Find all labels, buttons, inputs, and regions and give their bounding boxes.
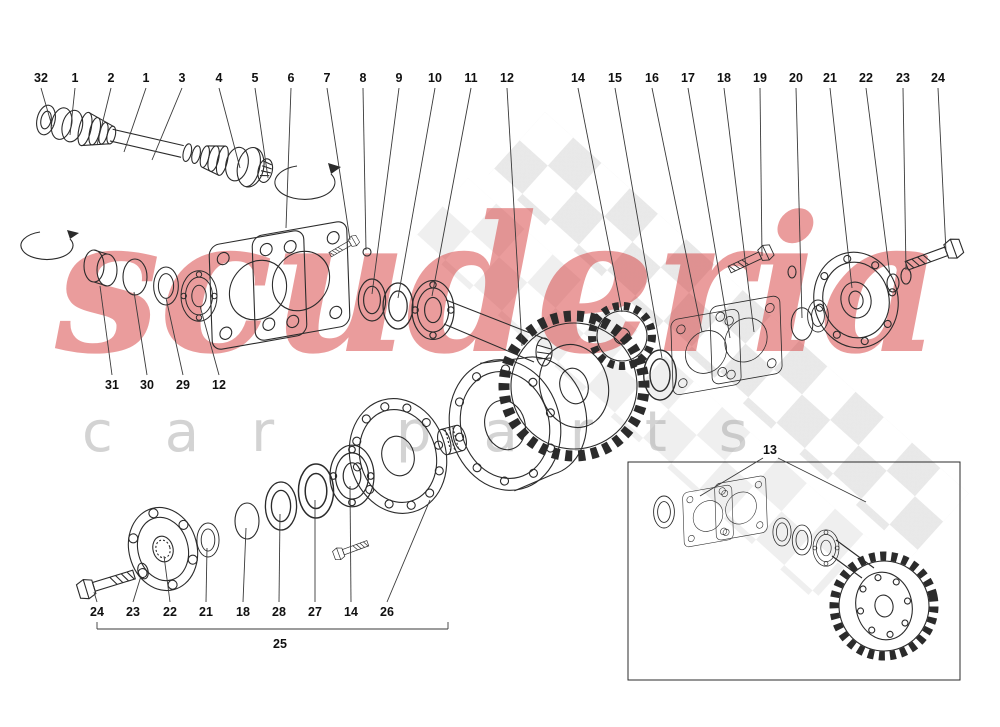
crown-gear: [498, 310, 650, 462]
inset-box: [627, 461, 961, 681]
spacer-ring: [382, 282, 414, 330]
splined-ring: [196, 522, 220, 558]
washer-2: [787, 265, 797, 279]
callout-32: 32: [34, 71, 48, 85]
callout-3: 3: [178, 71, 186, 85]
callout-18: 18: [236, 605, 250, 619]
spacer-ring-2: [297, 463, 335, 519]
callout-6: 6: [287, 71, 295, 85]
washer: [137, 562, 149, 580]
callout-12: 12: [500, 71, 514, 85]
callout-13: 13: [763, 443, 777, 457]
pinion-gear: [588, 302, 656, 370]
driveshaft-assembly: [36, 104, 274, 188]
seal-ring-2: [264, 481, 298, 531]
flange-disc: [348, 398, 448, 514]
callout-22: 22: [859, 71, 873, 85]
callout-25: 25: [273, 637, 287, 651]
inset-assembly: [653, 474, 939, 661]
stud-bolt: [725, 242, 776, 278]
callout-1: 1: [71, 71, 79, 85]
washer-small: [362, 247, 372, 257]
leader-lines: [40, 87, 947, 630]
inset-final-gear: [829, 551, 939, 661]
callout-19: 19: [753, 71, 767, 85]
callout-18: 18: [717, 71, 731, 85]
callout-24: 24: [931, 71, 945, 85]
housing-plate: [709, 294, 783, 386]
small-screw: [327, 233, 361, 260]
callout-22: 22: [163, 605, 177, 619]
callout-21: 21: [199, 605, 213, 619]
callout-11: 11: [464, 71, 478, 85]
callout-4: 4: [215, 71, 223, 85]
callout-21: 21: [823, 71, 837, 85]
callout-10: 10: [428, 71, 442, 85]
callout-5: 5: [251, 71, 259, 85]
callout-12: 12: [212, 378, 226, 392]
callout-9: 9: [395, 71, 403, 85]
callout-24: 24: [90, 605, 104, 619]
callout-23: 23: [126, 605, 140, 619]
callout-31: 31: [105, 378, 119, 392]
callout-30: 30: [140, 378, 154, 392]
callout-26: 26: [380, 605, 394, 619]
left-bearing-stack: [83, 249, 218, 322]
callout-1: 1: [142, 71, 150, 85]
callout-29: 29: [176, 378, 190, 392]
gasket-plate: [670, 307, 742, 397]
rotation-arrow-right: [274, 163, 341, 200]
rotation-arrow-left: [20, 230, 79, 261]
callout-17: 17: [681, 71, 695, 85]
callout-15: 15: [608, 71, 622, 85]
hex-bolt: [75, 564, 138, 602]
snap-ring: [234, 502, 260, 540]
bearing-plate-2: [251, 219, 351, 343]
callout-20: 20: [789, 71, 803, 85]
callout-16: 16: [645, 71, 659, 85]
output-flange: [127, 506, 199, 592]
callout-7: 7: [323, 71, 331, 85]
callout-2: 2: [107, 71, 115, 85]
washer-4: [900, 267, 912, 285]
washer-3: [886, 273, 900, 293]
callout-14: 14: [571, 71, 585, 85]
callout-23: 23: [896, 71, 910, 85]
callout-28: 28: [272, 605, 286, 619]
hex-bolt-right: [902, 235, 966, 276]
bearing-race: [643, 349, 677, 401]
callout-8: 8: [359, 71, 367, 85]
seal-ring: [357, 278, 387, 322]
bearing-plate: [208, 228, 308, 352]
callout-27: 27: [308, 605, 322, 619]
callout-14: 14: [344, 605, 358, 619]
